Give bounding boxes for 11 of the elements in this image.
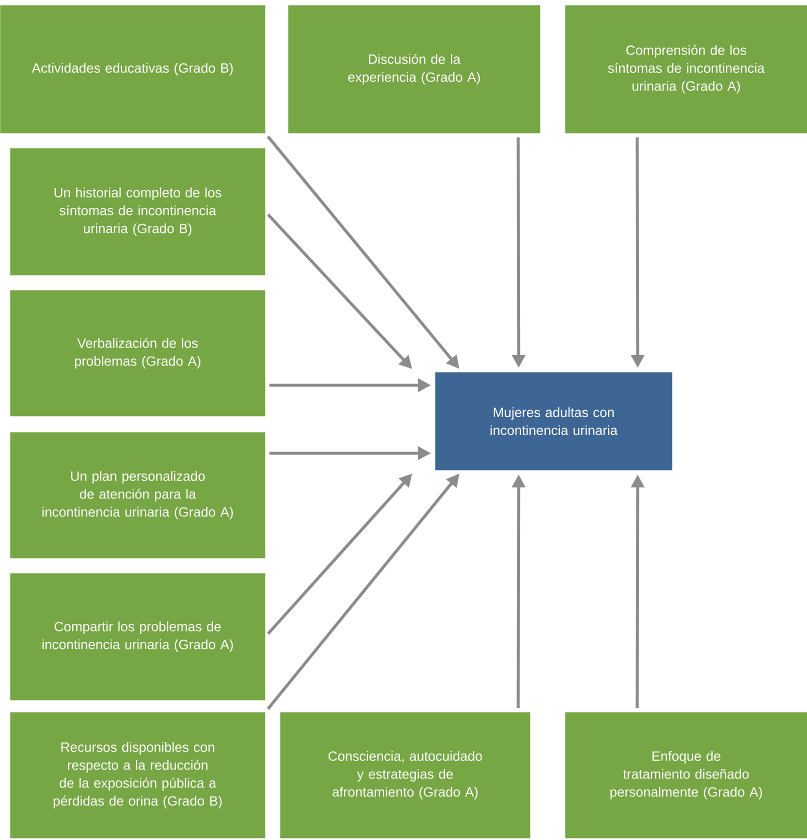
process-box: Enfoque de tratamiento diseñado personalmente (Grado A) xyxy=(565,712,807,838)
process-box: Consciencia, autocuidado y estrategias de afrontamiento (Grado A) xyxy=(280,712,530,838)
process-box: Un plan personalizado de atención para la incontinencia urinaria (Grado A) xyxy=(10,432,266,558)
process-box: Discusión de la experiencia (Grado A) xyxy=(288,5,540,134)
process-box: Comprensión de los síntomas de incontinencia urinaria (Grado A) xyxy=(565,5,807,134)
process-box: Compartir los problemas de incontinencia urinaria (Grado A) xyxy=(10,573,266,700)
target-box: Mujeres adultas con incontinencia urinaria xyxy=(435,372,672,470)
process-box: Recursos disponibles con respecto a la reducción de la exposición pública a pérdidas de orina (Grado B) xyxy=(10,712,266,838)
process-box: Verbalización de los problemas (Grado A) xyxy=(10,290,266,416)
process-box: Un historial completo de los síntomas de incontinencia urinaria (Grado B) xyxy=(10,148,266,276)
process-box: Actividades educativas (Grado B) xyxy=(0,5,266,134)
